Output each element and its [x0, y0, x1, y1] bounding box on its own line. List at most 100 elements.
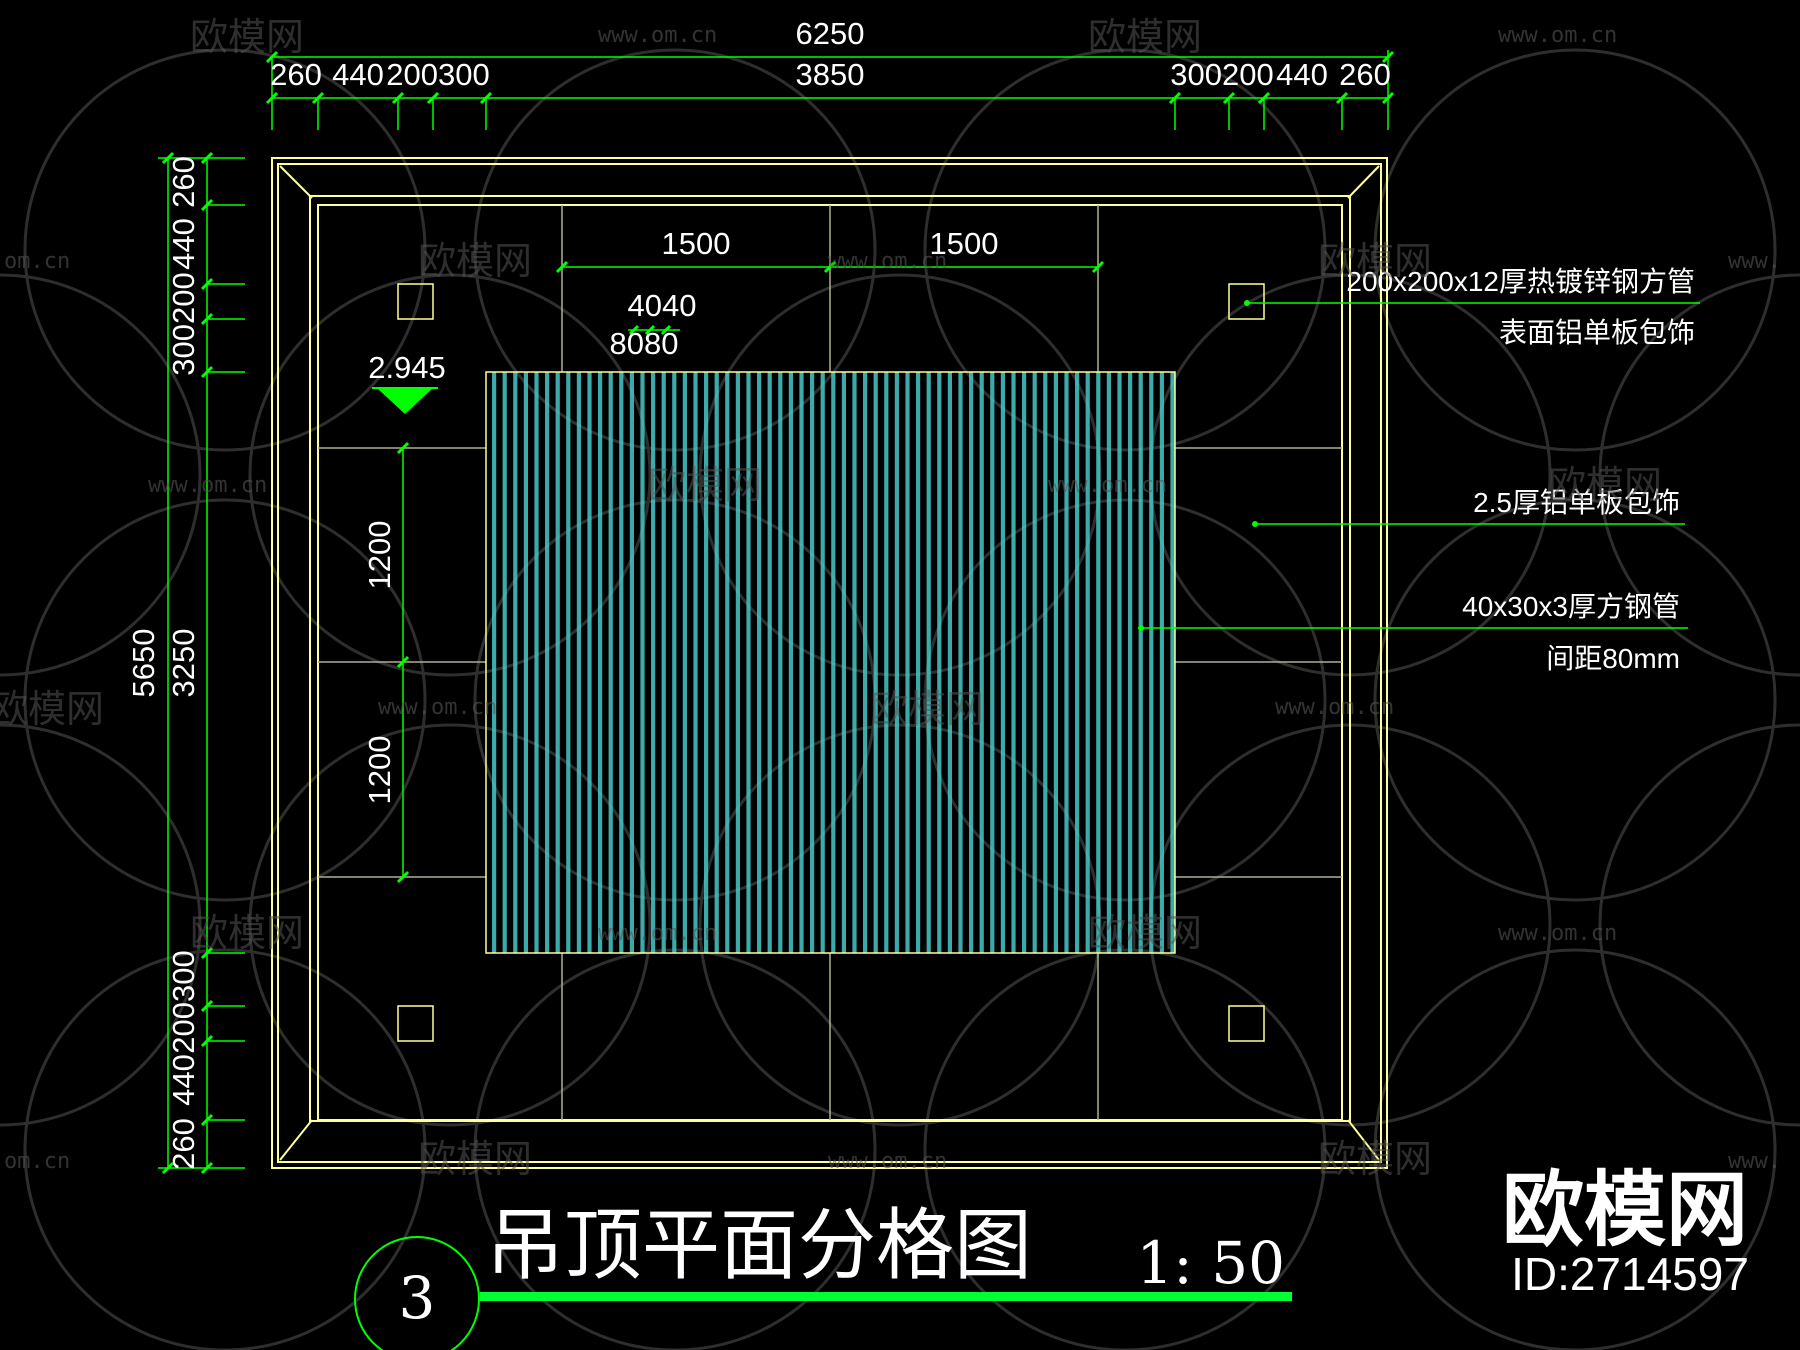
post-top-right	[1228, 283, 1265, 320]
dim-left-bottom-2: 440	[166, 1054, 201, 1106]
steel-tube-slat	[1128, 372, 1133, 953]
steel-tube-slat	[884, 372, 889, 953]
steel-tube-slat	[608, 372, 613, 953]
steel-tube-slat	[513, 372, 518, 953]
dim-top-right-1: 300200	[1170, 57, 1273, 92]
steel-tube-slat	[926, 372, 931, 953]
note-column-finish: 表面铝单板包饰	[1499, 317, 1695, 348]
watermark-url-7: www.om.cn	[1048, 473, 1167, 498]
dim-left-bottom-1: 200300	[166, 950, 201, 1053]
steel-tube-slat	[1022, 372, 1027, 953]
dimension-ticks	[161, 50, 1395, 1175]
dim-slat-b: 8080	[610, 326, 679, 361]
steel-tube-slat	[682, 372, 687, 953]
steel-tube-slat	[1043, 372, 1048, 953]
steel-tube-slat	[990, 372, 995, 953]
watermark-brand-7: 欧模网	[0, 687, 104, 731]
watermark-url-13: www.om.cn	[828, 1149, 947, 1174]
steel-tube-slat	[492, 372, 497, 953]
steel-tube-slat	[1053, 372, 1058, 953]
steel-tube-slat	[852, 372, 857, 953]
drawing-number: 3	[399, 1264, 436, 1332]
dim-top-total: 6250	[796, 16, 865, 51]
dim-top-right-2: 440	[1276, 57, 1328, 92]
steel-tube-slat	[651, 372, 656, 953]
watermark-brand-3: 欧模网	[418, 239, 532, 283]
dim-left-top-3: 300200	[166, 272, 201, 375]
steel-tube-slat	[672, 372, 677, 953]
steel-tube-slat	[661, 372, 666, 953]
watermark-brand-12: 欧模网	[1318, 1137, 1432, 1181]
level-marker-icon	[378, 389, 432, 414]
note-tube-spacing: 间距80mm	[1546, 643, 1680, 674]
steel-tube-slat	[555, 372, 560, 953]
steel-tube-slat	[1117, 372, 1122, 953]
steel-tube-slat	[916, 372, 921, 953]
watermark-brand-8: 欧模网	[870, 687, 984, 731]
slat-field-outline	[485, 371, 1176, 954]
ceiling-level: 2.945	[368, 350, 446, 385]
steel-tube-slat	[810, 372, 815, 953]
watermark-url-3: om.cn	[4, 249, 70, 274]
steel-tube-slat	[799, 372, 804, 953]
dimension-lines	[158, 50, 1390, 1169]
steel-tube-slat	[757, 372, 762, 953]
watermark-url-1: www.om.cn	[598, 23, 717, 48]
title-underline	[480, 1292, 1292, 1301]
watermark-brand-11: 欧模网	[418, 1137, 532, 1181]
watermark-url-5: www.	[1728, 249, 1781, 274]
dim-top-left-1: 260	[270, 57, 322, 92]
watermark-url-8: www.om.cn	[378, 695, 497, 720]
steel-column-posts	[397, 283, 1265, 1042]
steel-tube-slat	[619, 372, 624, 953]
note-steel-tube: 40x30x3厚方钢管	[1462, 591, 1680, 622]
watermark-brand-2: 欧模网	[1088, 15, 1202, 59]
steel-tube-slat	[820, 372, 825, 953]
dim-top-left-2: 440	[332, 57, 384, 92]
steel-tube-slat	[714, 372, 719, 953]
steel-tube-slat	[778, 372, 783, 953]
dim-inner-left-a: 1200	[362, 521, 397, 590]
watermark-url-12: om.cn	[4, 1149, 70, 1174]
steel-tube-slat	[831, 372, 836, 953]
steel-tube-slat	[704, 372, 709, 953]
dim-inner-left-b: 1200	[362, 736, 397, 805]
steel-tube-slat	[629, 372, 634, 953]
drawing-number-circle	[354, 1236, 480, 1350]
watermark-url-2: www.om.cn	[1498, 23, 1617, 48]
watermark-url-11: www.om.cn	[1498, 921, 1617, 946]
watermarks: 欧模网 欧模网 欧模网 欧模网 欧模网 欧模网 欧模网 欧模网 欧模网 欧模网 …	[0, 15, 1781, 1181]
steel-tube-slat	[1096, 372, 1101, 953]
steel-tube-slat	[947, 372, 952, 953]
dim-left-total: 5650	[126, 629, 161, 698]
dim-left-top-2: 440	[166, 218, 201, 270]
dim-top-center: 3850	[796, 57, 865, 92]
steel-tube-slats	[492, 372, 1175, 953]
steel-tube-slat	[863, 372, 868, 953]
steel-tube-slat	[841, 372, 846, 953]
watermark-url-9: www.om.cn	[1275, 695, 1394, 720]
steel-tube-slat	[788, 372, 793, 953]
dim-inner-top-b: 1500	[930, 226, 999, 261]
watermark-url-4: www.om.cn	[828, 249, 947, 274]
watermark-brand-10: 欧模网	[1088, 911, 1202, 955]
steel-tube-slat	[969, 372, 974, 953]
watermark-url-10: www.om.cn	[598, 921, 717, 946]
steel-tube-slat	[1011, 372, 1016, 953]
steel-tube-slat	[767, 372, 772, 953]
steel-tube-slat	[576, 372, 581, 953]
steel-tube-slat	[905, 372, 910, 953]
steel-tube-slat	[502, 372, 507, 953]
steel-tube-slat	[1106, 372, 1111, 953]
steel-tube-slat	[1075, 372, 1080, 953]
steel-tube-slat	[1085, 372, 1090, 953]
steel-tube-slat	[873, 372, 878, 953]
steel-tube-slat	[1000, 372, 1005, 953]
brand-model-id: ID:2714597	[1511, 1248, 1749, 1300]
drawing-title: 吊顶平面分格图	[486, 1201, 1032, 1291]
watermark-url-14: www.	[1728, 1149, 1781, 1174]
dim-top-left-3: 200300	[386, 57, 489, 92]
steel-tube-slat	[1159, 372, 1164, 953]
steel-tube-slat	[979, 372, 984, 953]
